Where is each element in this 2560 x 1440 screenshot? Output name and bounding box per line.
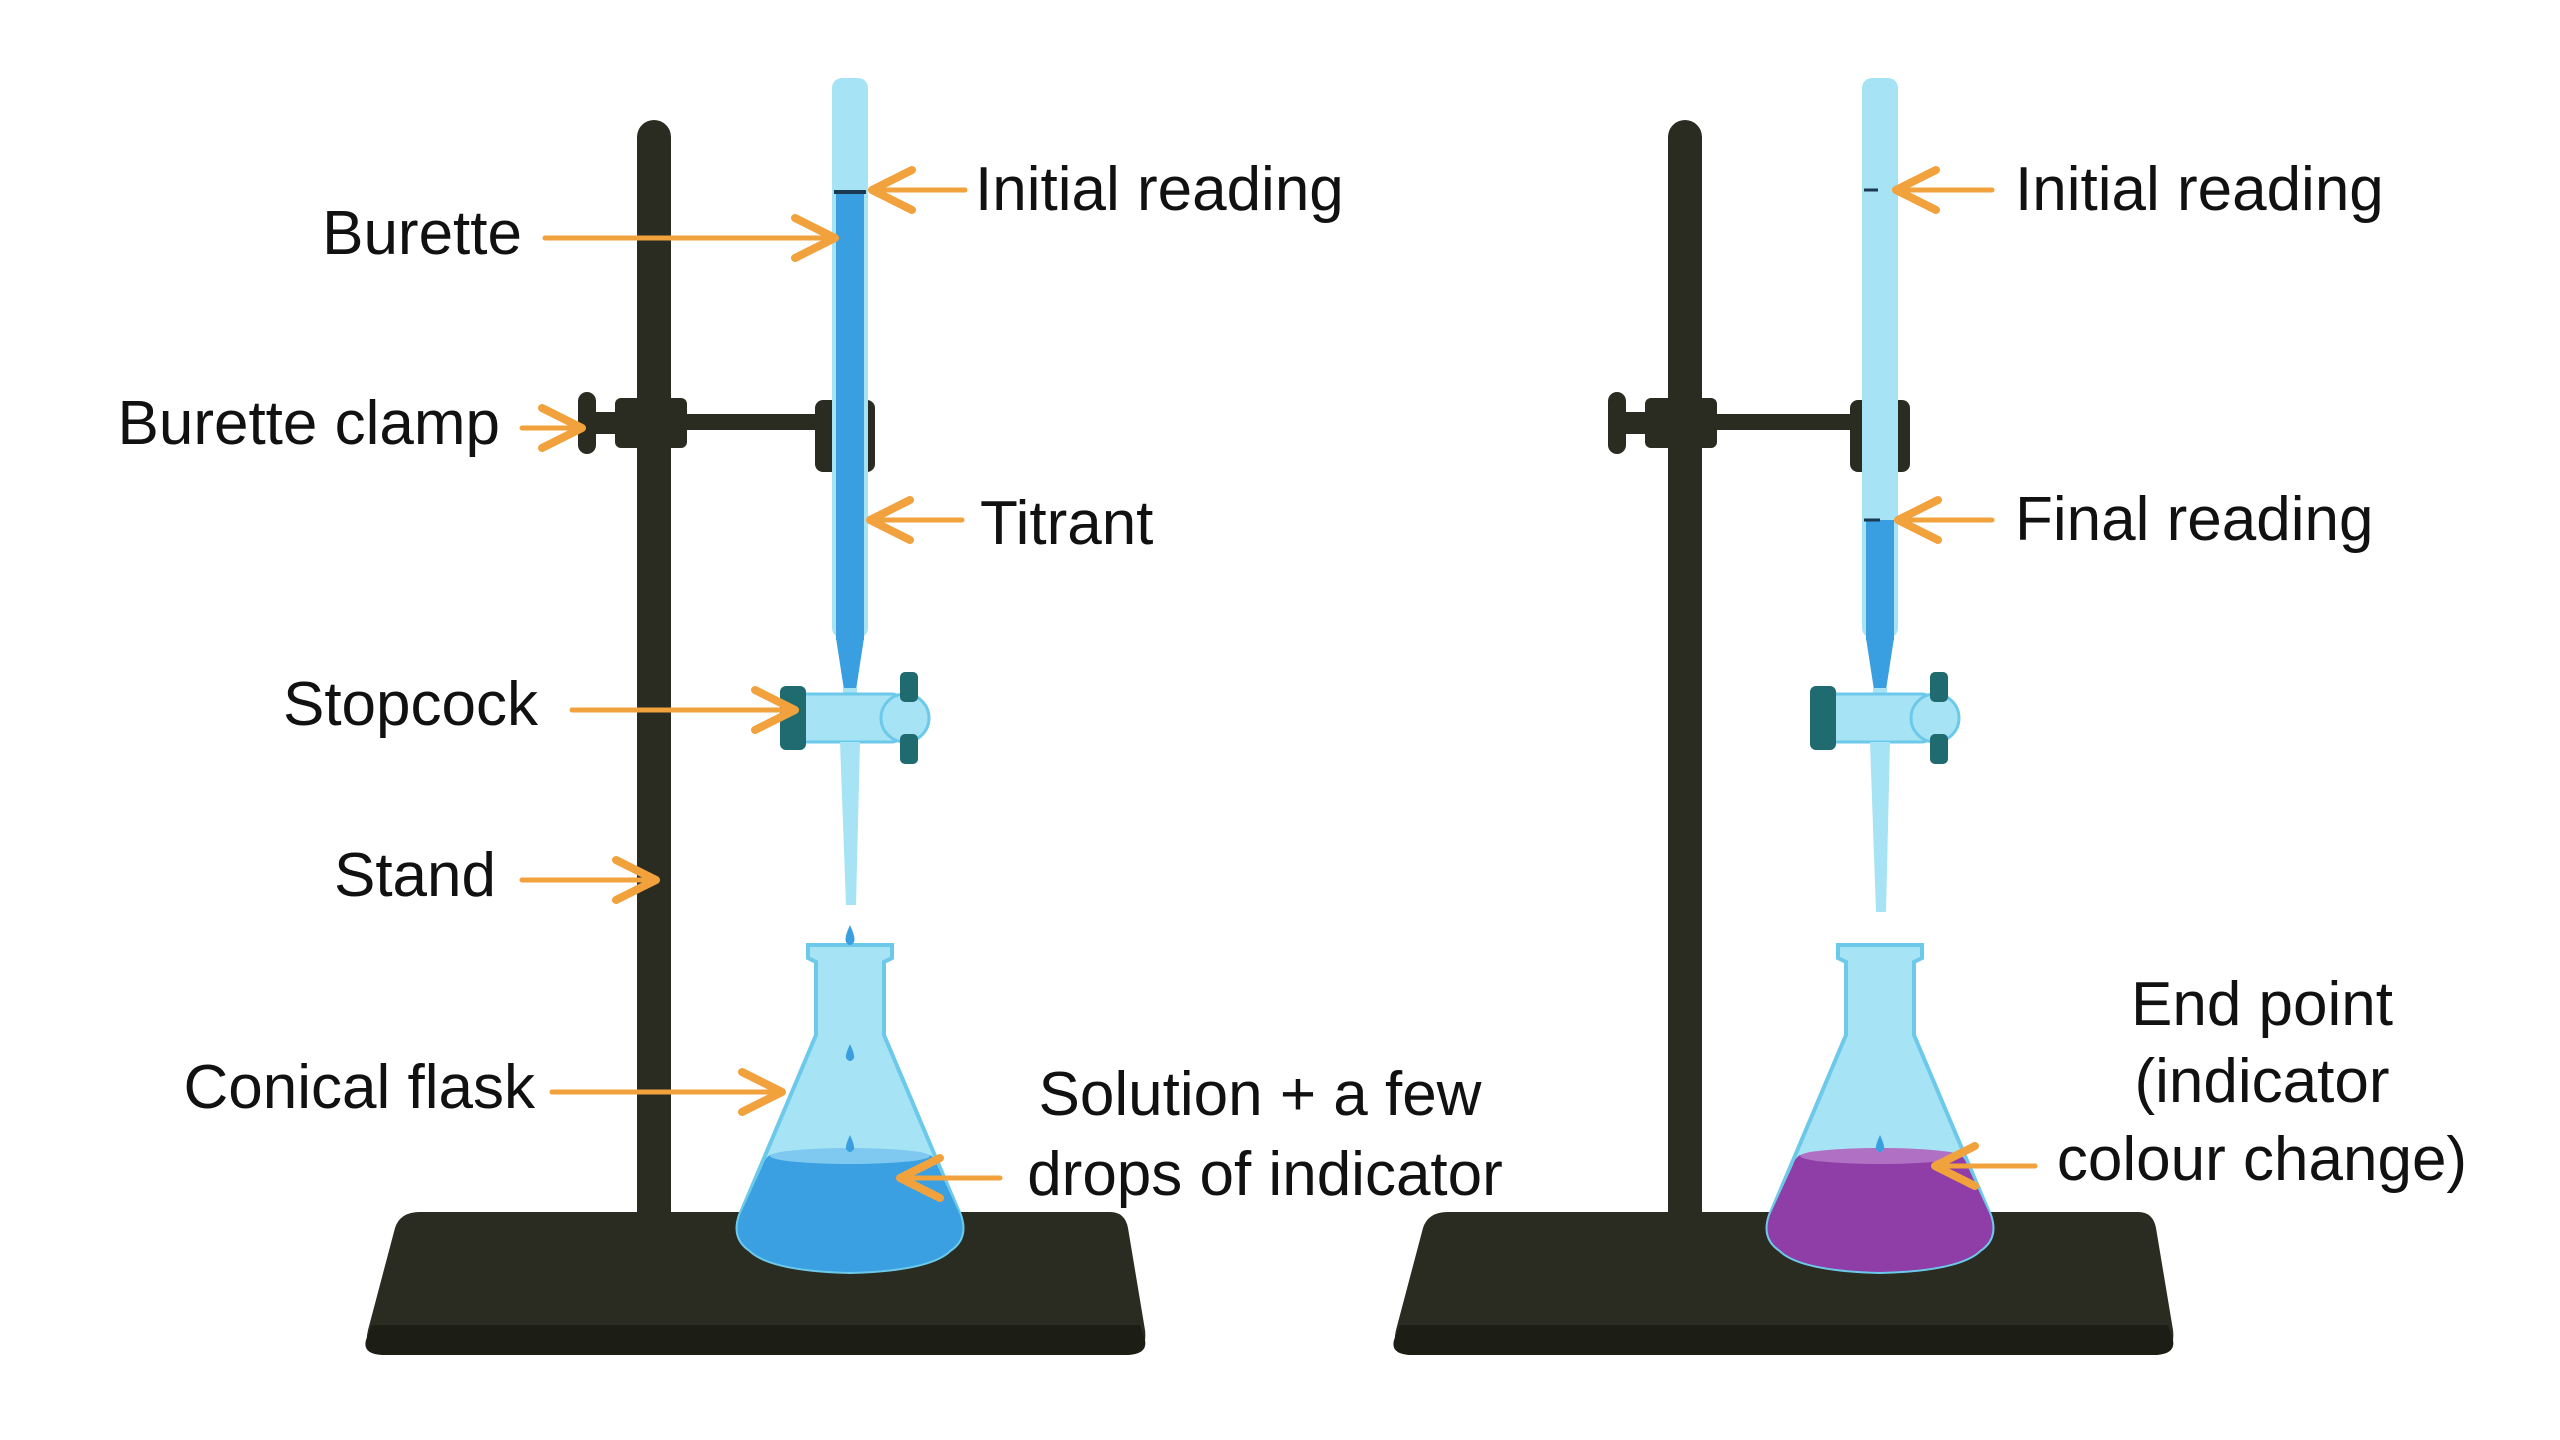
label-initial-reading-right: Initial reading xyxy=(2015,155,2384,224)
label-end-point-line2: (indicator xyxy=(2135,1047,2390,1116)
stand-rod xyxy=(637,120,671,1255)
burette-right xyxy=(1862,78,1898,708)
label-stand: Stand xyxy=(334,841,496,910)
label-initial-reading-left: Initial reading xyxy=(975,155,1344,224)
burette xyxy=(832,78,868,708)
conical-flask-right xyxy=(1765,943,1995,1275)
stopcock-right xyxy=(1810,672,1961,912)
label-solution-line2: drops of indicator xyxy=(1027,1140,1503,1209)
label-solution-line1: Solution + a few xyxy=(1039,1060,1482,1129)
right-setup: Initial reading Final reading End point … xyxy=(1393,78,2467,1355)
burette-clamp xyxy=(578,392,875,472)
label-burette: Burette xyxy=(322,199,522,268)
label-end-point-line1: End point xyxy=(2131,970,2393,1039)
label-stopcock: Stopcock xyxy=(283,670,539,739)
label-conical-flask: Conical flask xyxy=(184,1053,536,1122)
label-final-reading: Final reading xyxy=(2015,485,2373,554)
label-titrant: Titrant xyxy=(980,489,1153,558)
label-end-point-line3: colour change) xyxy=(2057,1125,2467,1194)
stopcock xyxy=(780,672,931,905)
label-burette-clamp: Burette clamp xyxy=(117,389,500,458)
conical-flask xyxy=(735,925,965,1275)
stand-rod-right xyxy=(1668,120,1702,1255)
left-setup: Burette Burette clamp Stopcock Stand Con… xyxy=(117,78,1503,1355)
